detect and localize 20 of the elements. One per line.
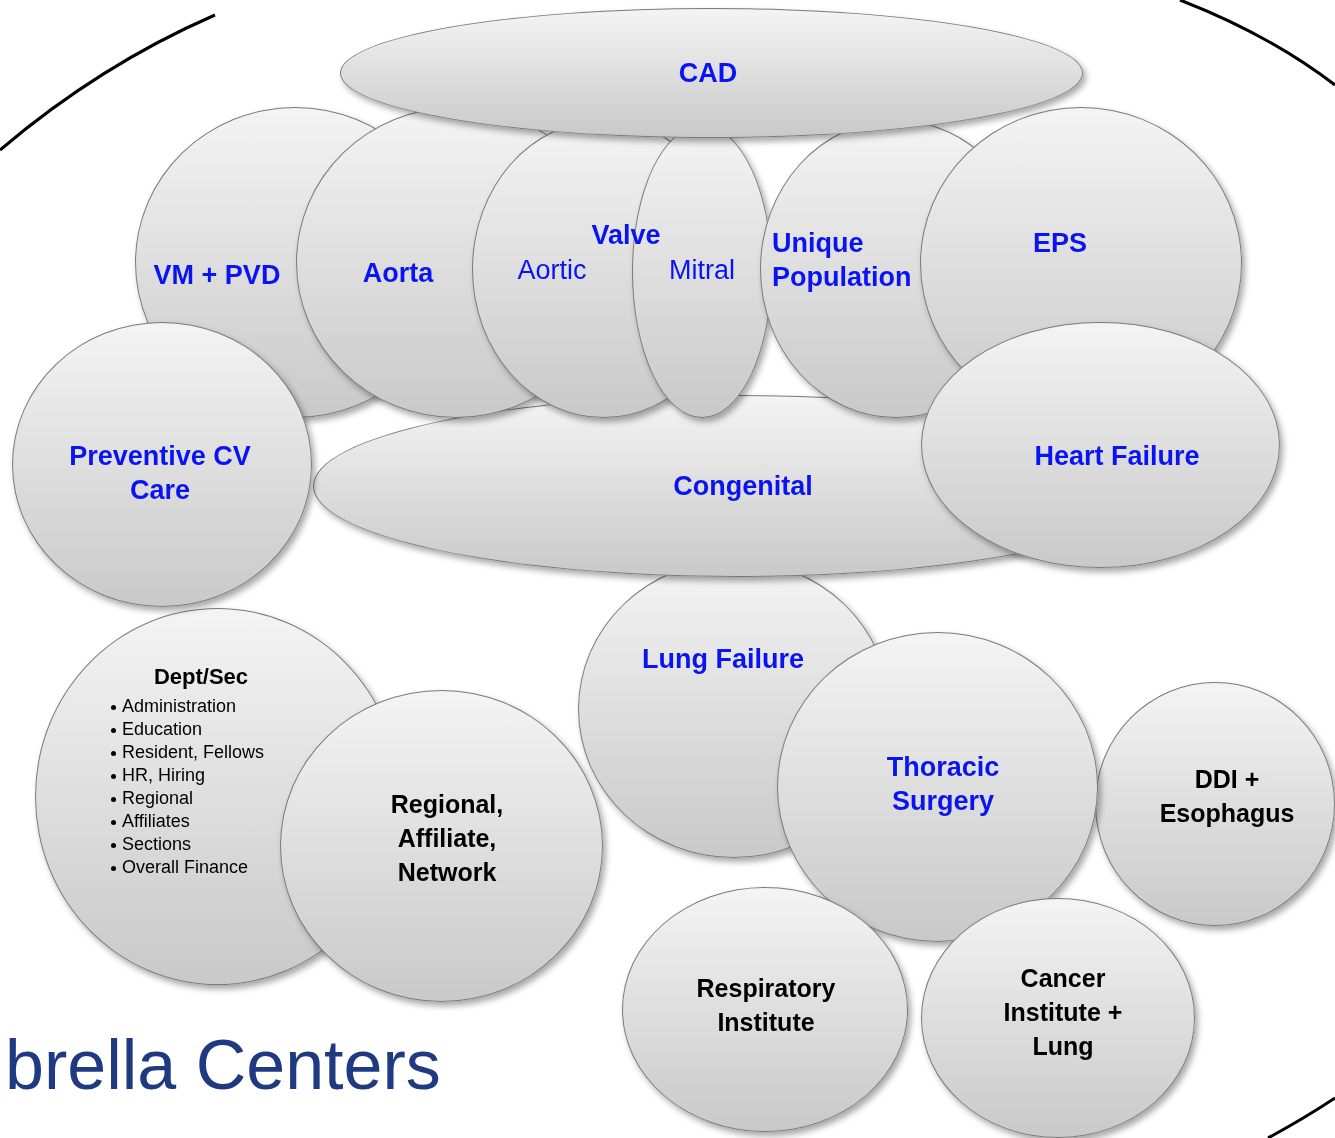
bubble-label: DDI + Esophagus [1158, 764, 1296, 829]
ellipse-bubble [1095, 682, 1335, 926]
bubble-label: Lung Failure [641, 643, 805, 676]
bubble-label: Unique Population [772, 227, 913, 294]
bubble-label: VM + PVD [152, 259, 282, 292]
bubble-label: Congenital [672, 470, 814, 503]
bubble-label: Respiratory Institute [695, 973, 837, 1038]
bubble-label: Heart Failure [1033, 440, 1201, 473]
bubble-label: CAD [677, 57, 739, 90]
bubble-label: Regional, Affiliate, Network [389, 789, 505, 888]
bubble-label: EPS [1032, 227, 1088, 260]
bubble-label: Aorta [361, 257, 435, 290]
bubble-label: Mitral [668, 254, 736, 287]
bubble-label: Preventive CV Care [68, 440, 252, 507]
bubble-label: Thoracic Surgery [885, 751, 1001, 818]
slide-title: brella Centers [5, 1025, 441, 1106]
group-heading: Valve [591, 219, 661, 252]
bubble-label: Aortic [516, 254, 588, 287]
bubble-label: Cancer Institute + Lung [1002, 963, 1124, 1062]
list-heading: Dept/Sec [152, 663, 250, 691]
